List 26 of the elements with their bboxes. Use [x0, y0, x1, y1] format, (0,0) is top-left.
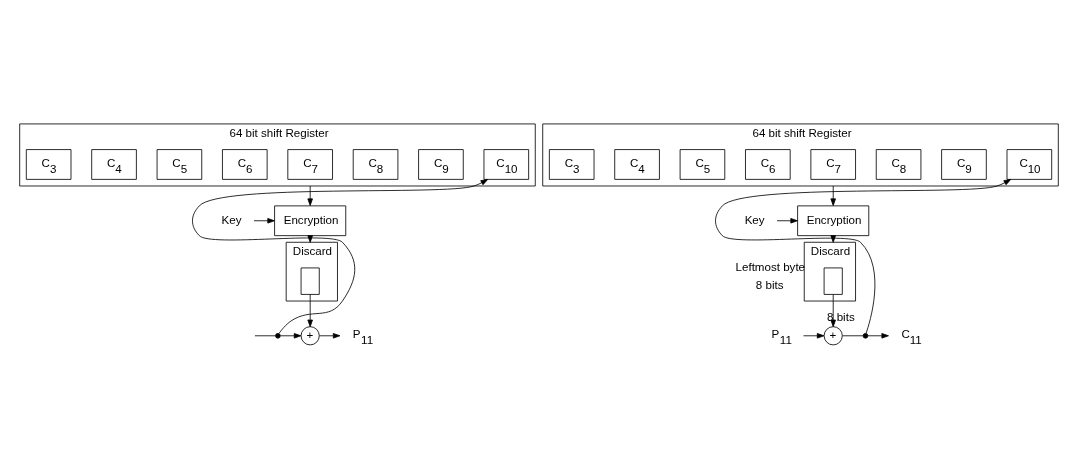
arrow	[803, 332, 825, 339]
arrow	[715, 178, 1012, 334]
arrow	[830, 293, 836, 327]
arrow	[307, 293, 313, 327]
connector	[254, 334, 276, 336]
arrow	[253, 217, 275, 223]
connector	[842, 334, 864, 336]
node-label: 8 bits	[827, 310, 855, 323]
node-box	[823, 267, 843, 295]
arrow	[867, 332, 889, 339]
node-text: Key	[744, 213, 765, 226]
node-box	[300, 267, 320, 295]
node-text: Key	[221, 213, 242, 226]
arrow	[319, 332, 341, 339]
node-circle	[862, 332, 869, 339]
cluster: Discard	[285, 241, 338, 301]
arrow	[776, 217, 798, 223]
arrow	[830, 185, 836, 206]
arrow	[307, 185, 313, 206]
arrow	[280, 332, 302, 339]
node-label: 8 bits	[755, 278, 784, 291]
node-circle	[275, 332, 281, 339]
cluster: Discard	[803, 241, 856, 301]
node-circle: +	[823, 325, 843, 345]
node-circle: +	[300, 325, 320, 345]
arrow	[192, 178, 489, 334]
